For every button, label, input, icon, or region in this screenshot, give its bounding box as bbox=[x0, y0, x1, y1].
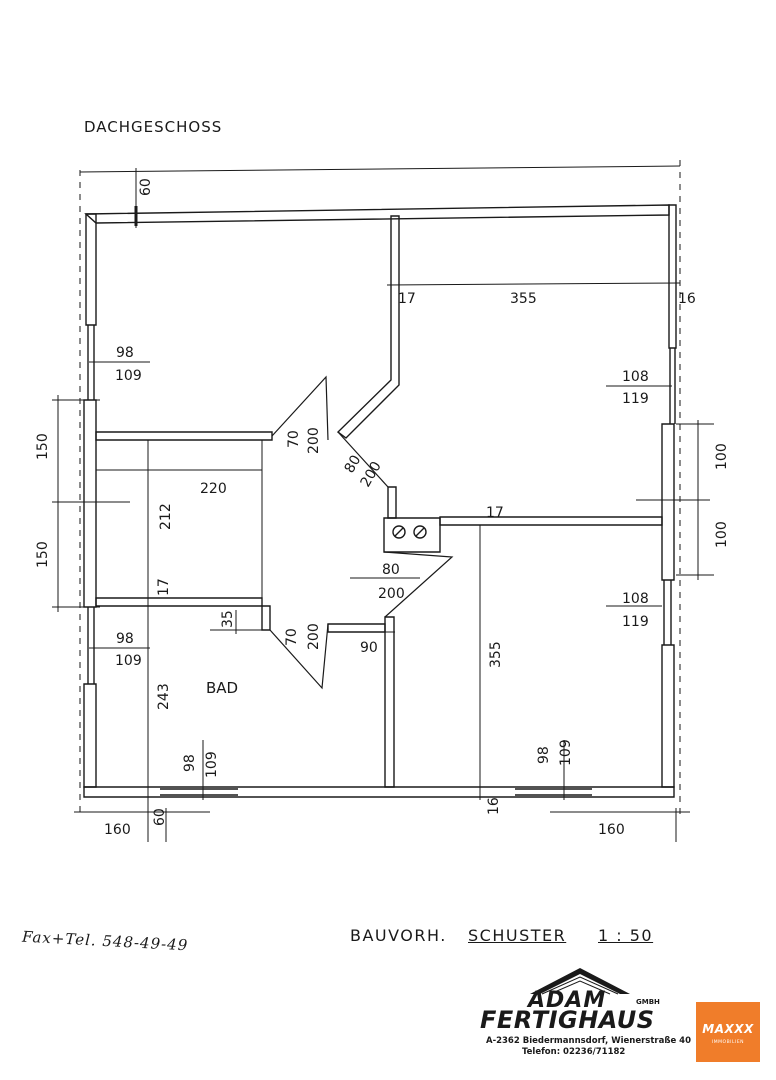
outer-wall-top bbox=[84, 204, 670, 224]
wall-center bbox=[439, 516, 663, 526]
outer-wall-right-upper bbox=[668, 204, 677, 349]
dim-wall-17-left: 17 bbox=[156, 578, 172, 596]
chimney-wall-top bbox=[387, 486, 397, 519]
dim-door-80-upper: 80 bbox=[342, 453, 365, 476]
dim-bath-35: 35 bbox=[220, 610, 236, 628]
dim-right-100-lower: 100 bbox=[714, 521, 730, 548]
outer-wall-left-upper bbox=[85, 213, 97, 326]
maxx-badge: MAXXX IMMOBILIEN bbox=[696, 1002, 760, 1062]
door-center-upper bbox=[337, 431, 389, 488]
dim-left-150-upper: 150 bbox=[35, 433, 51, 460]
dim-top-left: 60 bbox=[138, 178, 154, 196]
dim-door-200-lower: 200 bbox=[378, 586, 405, 602]
outer-wall-left-lower bbox=[83, 683, 97, 788]
wall-bath-right bbox=[384, 616, 395, 788]
dim-window-right-top-w: 108 bbox=[622, 369, 649, 385]
dim-window-left-top-w: 98 bbox=[116, 345, 134, 361]
dim-wall-16-right: 16 bbox=[678, 291, 696, 307]
dim-height-355-vertical: 355 bbox=[488, 641, 504, 668]
dim-window-right-top-h: 119 bbox=[622, 391, 649, 407]
outer-wall-right-mid bbox=[661, 423, 675, 581]
dimension-lines bbox=[52, 160, 714, 842]
dim-window-left-bottom-w: 98 bbox=[116, 631, 134, 647]
dim-window-left-bottom-h: 109 bbox=[115, 653, 142, 669]
dim-bottom-160-left: 160 bbox=[104, 822, 131, 838]
logo-telephone: Telefon: 02236/71182 bbox=[522, 1047, 626, 1057]
maxx-brand: MAXXX bbox=[702, 1022, 754, 1036]
dim-window-bath-w: 98 bbox=[182, 754, 198, 772]
dim-window-right-bottom-w: 108 bbox=[622, 591, 649, 607]
house-roof-icon bbox=[530, 968, 630, 995]
dim-bath-90: 90 bbox=[360, 640, 378, 656]
project-label: BAUVORH. bbox=[350, 926, 447, 945]
dim-wall-17-mid: 17 bbox=[486, 505, 504, 521]
door-swings bbox=[269, 375, 454, 690]
dim-width-355-top: 355 bbox=[510, 291, 537, 307]
outer-wall-right-lower bbox=[661, 644, 675, 788]
maxx-subtitle: IMMOBILIEN bbox=[711, 1040, 745, 1045]
dim-door-200-bath: 200 bbox=[306, 623, 322, 650]
dim-right-100-upper: 100 bbox=[714, 443, 730, 470]
outer-wall-bottom bbox=[83, 786, 675, 798]
logo-gmbh: GMBH bbox=[636, 998, 660, 1006]
project-scale: 1 : 50 bbox=[598, 926, 654, 945]
room-label-bad: BAD bbox=[206, 679, 238, 697]
logo-brand-line1: ADAM bbox=[528, 988, 607, 1013]
dim-wall-16-bottom: 16 bbox=[486, 797, 502, 815]
drawing-title: DACHGESCHOSS bbox=[84, 118, 223, 136]
door-bath bbox=[269, 623, 329, 690]
dim-bath-243: 243 bbox=[156, 683, 172, 710]
wall-hall-lower bbox=[95, 597, 263, 607]
dim-door-70-upper: 70 bbox=[286, 430, 302, 448]
dim-left-150-lower: 150 bbox=[35, 541, 51, 568]
company-logo: ADAM GMBH FERTIGHAUS A-2362 Biedermannsd… bbox=[476, 962, 691, 1062]
dim-door-200-upper: 200 bbox=[306, 427, 322, 454]
logo-address: A-2362 Biedermannsdorf, Wienerstraße 40 bbox=[486, 1036, 691, 1046]
dim-hall-212: 212 bbox=[158, 503, 174, 530]
project-name: SCHUSTER bbox=[468, 926, 567, 945]
door-center-lower bbox=[383, 551, 454, 618]
project-line: BAUVORH. SCHUSTER 1 : 50 bbox=[350, 926, 652, 945]
dim-door-70-lower: 70 bbox=[284, 628, 300, 646]
chimney bbox=[383, 517, 441, 553]
dim-window-bottom-right-w: 98 bbox=[536, 746, 552, 764]
dim-hall-220: 220 bbox=[200, 481, 227, 497]
dim-window-bottom-right-h: 109 bbox=[558, 739, 574, 766]
wall-upper-middle bbox=[336, 215, 400, 439]
wall-bath-left bbox=[261, 605, 271, 631]
outer-wall-left-mid bbox=[83, 399, 97, 608]
dim-window-bath-h: 109 bbox=[204, 751, 220, 778]
logo-brand-line2: FERTIGHAUS bbox=[480, 1006, 655, 1034]
dimension-texts: 60 17 355 16 98 109 108 119 150 150 70 2… bbox=[35, 178, 730, 838]
wall-hall-upper bbox=[95, 431, 273, 441]
dim-bottom-160-right: 160 bbox=[598, 822, 625, 838]
dim-window-left-top-h: 109 bbox=[115, 368, 142, 384]
dim-door-80-lower: 80 bbox=[382, 562, 400, 578]
door-upper-left bbox=[271, 375, 329, 441]
wall-bath-top bbox=[327, 623, 386, 633]
plan-walls bbox=[83, 204, 677, 798]
dim-wall-17-top: 17 bbox=[398, 291, 416, 307]
dim-bottom-60: 60 bbox=[152, 808, 168, 826]
dim-window-right-bottom-h: 119 bbox=[622, 614, 649, 630]
